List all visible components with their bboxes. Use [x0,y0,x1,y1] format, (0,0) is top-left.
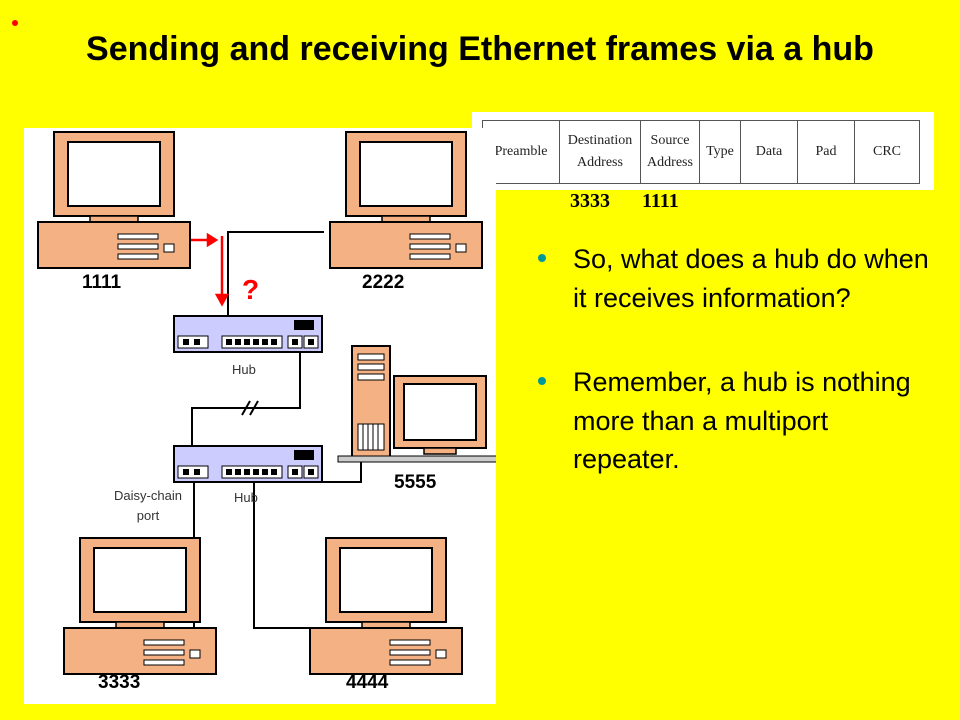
bullet-row-1: So, what does a hub do when it receives … [538,240,938,317]
question-mark: ? [242,274,260,305]
bullet-2: Remember, a hub is nothing more than a m… [538,363,938,479]
destination-address-value: 3333 [570,190,610,212]
frame-field-source: Source Address [640,120,700,184]
hub-lower-label: Hub [234,490,258,505]
red-dot [12,20,18,26]
frame-field-data: Data [740,120,798,184]
pc-3333-label: 3333 [98,672,141,693]
cable-break-icon [241,400,259,416]
frame-format-panel: Preamble Destination Address Source Addr… [472,112,934,190]
bullet-2-text: Remember, a hub is nothing more than a m… [573,367,911,474]
bullet-dot-icon [538,377,546,385]
pc-3333-icon [63,537,217,675]
daisy-chain-port-label: Daisy-chain port [114,488,182,523]
frame-field-destination: Destination Address [559,120,641,184]
network-diagram [37,131,499,675]
frame-field-pad: Pad [797,120,855,184]
frame-field-destination-text: Destination Address [567,133,633,170]
hub-lower-icon [173,445,323,483]
frame-field-source-text: Source Address [647,133,693,170]
pc-1111-label: 1111 [82,272,122,293]
frame-field-crc: CRC [854,120,920,184]
slide-title: Sending and receiving Ethernet frames vi… [86,30,874,68]
source-address-value: 1111 [642,190,679,212]
frame-field-type: Type [699,120,741,184]
bullet-1: So, what does a hub do when it receives … [538,240,938,317]
hub-upper-label: Hub [232,362,256,377]
bullet-1-text: So, what does a hub do when it receives … [573,244,929,313]
bullet-row-2: Remember, a hub is nothing more than a m… [538,363,938,479]
hub-upper-icon [173,315,323,353]
pc-4444-label: 4444 [346,672,389,693]
frame-format-table: Preamble Destination Address Source Addr… [482,120,920,184]
bullet-dot-icon [538,254,546,262]
server-5555-label: 5555 [394,472,437,493]
network-diagram-panel: 1111 2222 3333 4444 5555 Hub Hub Daisy-c… [24,128,499,704]
pc-1111-icon [37,131,191,269]
pc-4444-icon [309,537,463,675]
pc-2222-icon [329,131,483,269]
pc-2222-label: 2222 [362,272,405,293]
server-5555-icon [337,345,499,463]
